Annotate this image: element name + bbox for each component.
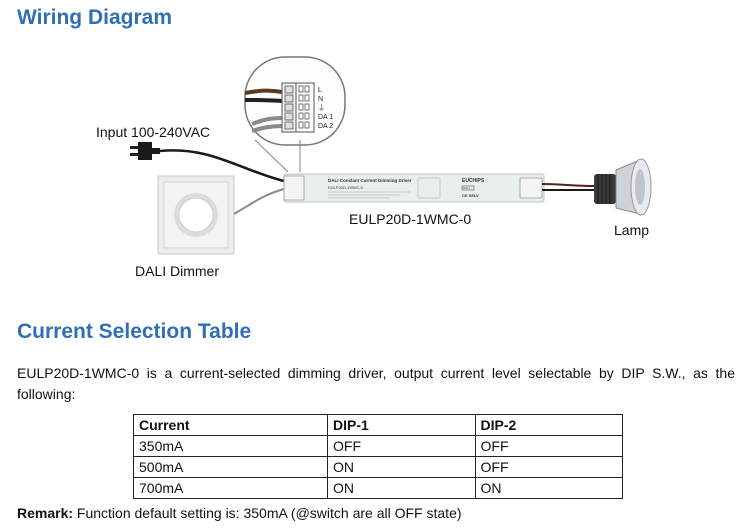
driver-model-print: EULP20D-1WMC-0 <box>328 185 364 190</box>
remark-note: Remark: Function default setting is: 350… <box>17 505 462 521</box>
ac-plug-icon <box>130 142 160 160</box>
cell-dip-1: OFF <box>327 435 476 457</box>
wiring-heading: Wiring Diagram <box>17 6 172 29</box>
wiring-diagram: L N ⏚ DA 1 DA 2 DALI Constant Current Di… <box>130 56 652 255</box>
cell-current: 700mA <box>132 477 329 499</box>
remark-label: Remark: <box>17 505 74 521</box>
terminal-zoom-callout: L N ⏚ DA 1 DA 2 <box>244 56 346 173</box>
cell-dip-2: ON <box>474 477 623 499</box>
driver-dali-badge: DALI <box>463 186 470 190</box>
lamp-icon <box>594 158 652 216</box>
header-dip-2: DIP-2 <box>474 414 623 436</box>
input-cable <box>159 149 285 183</box>
dali-dimmer-icon <box>157 175 235 255</box>
output-cable <box>541 183 595 187</box>
input-voltage-label: Input 100-240VAC <box>96 124 211 140</box>
cell-current: 500mA <box>132 456 329 478</box>
terminal-l-label: L <box>318 87 322 94</box>
remark-text: Function default setting is: 350mA (@swi… <box>76 505 462 521</box>
header-dip-1: DIP-1 <box>327 414 476 436</box>
cell-dip-2: OFF <box>474 456 623 478</box>
terminal-n-label: N <box>318 96 323 103</box>
cell-dip-1: ON <box>327 456 476 478</box>
table-row: 700mA ON ON <box>132 477 623 499</box>
driver-title-print: DALI Constant Current Dimming Driver <box>328 178 412 183</box>
led-driver-icon: DALI Constant Current Dimming Driver EUL… <box>283 173 545 203</box>
terminal-ground-label: ⏚ <box>318 104 325 112</box>
lamp-label: Lamp <box>614 222 650 238</box>
table-header-row: Current DIP-1 DIP-2 <box>132 414 623 436</box>
table-row: 350mA OFF OFF <box>132 435 623 457</box>
table-row: 500mA ON OFF <box>132 456 623 478</box>
terminal-da2-label: DA 2 <box>318 123 333 130</box>
driver-model-label: EULP20D-1WMC-0 <box>349 211 472 227</box>
driver-cert-marks: CE SELV <box>462 193 479 198</box>
cell-current: 350mA <box>132 435 329 457</box>
terminal-da1-label: DA 1 <box>318 114 333 121</box>
current-selection-table: Current DIP-1 DIP-2 350mA OFF OFF 500mA … <box>132 414 623 499</box>
cell-dip-1: ON <box>327 477 476 499</box>
dimmer-label: DALI Dimmer <box>135 263 220 279</box>
driver-brand-print: EUCHIPS <box>462 178 485 184</box>
current-table-heading: Current Selection Table <box>17 320 252 343</box>
header-current: Current <box>132 414 329 436</box>
cell-dip-2: OFF <box>474 435 623 457</box>
description-paragraph: EULP20D-1WMC-0 is a current-selected dim… <box>17 365 735 402</box>
dimmer-cable <box>233 188 285 215</box>
